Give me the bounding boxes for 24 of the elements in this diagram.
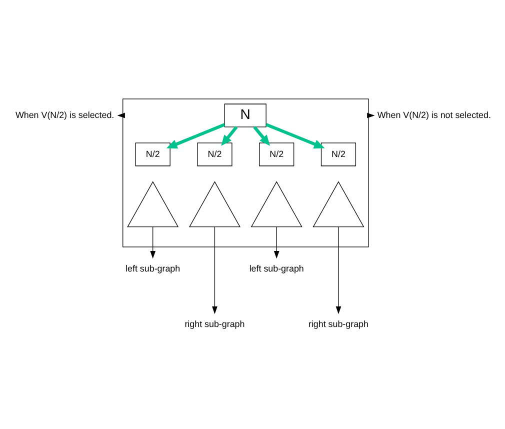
node-triangle bbox=[312, 180, 364, 227]
node-box: N/2 bbox=[320, 142, 356, 166]
node-text: right sub-graph bbox=[184, 318, 244, 329]
node-text: right sub-graph bbox=[308, 318, 368, 329]
node-box: N/2 bbox=[258, 142, 294, 166]
arrow bbox=[212, 226, 217, 314]
node-box: N/2 bbox=[196, 142, 232, 166]
node-triangle bbox=[250, 180, 302, 227]
arrow bbox=[252, 126, 270, 146]
node-text: When V(N/2) is selected. bbox=[14, 109, 114, 120]
node-text: left sub-graph bbox=[248, 263, 304, 274]
cluster bbox=[122, 98, 368, 247]
arrow bbox=[265, 122, 324, 148]
node-box: N bbox=[224, 103, 266, 127]
arrow bbox=[273, 226, 279, 258]
arrow bbox=[150, 226, 156, 258]
node-triangle bbox=[188, 180, 240, 227]
arrow bbox=[166, 122, 225, 148]
node-triangle bbox=[126, 180, 178, 227]
arrow bbox=[220, 126, 238, 146]
node-box: N/2 bbox=[134, 142, 170, 166]
node-text: left sub-graph bbox=[125, 263, 180, 274]
node-text: When V(N/2) is not selected. bbox=[376, 109, 490, 120]
arrow bbox=[335, 226, 341, 314]
